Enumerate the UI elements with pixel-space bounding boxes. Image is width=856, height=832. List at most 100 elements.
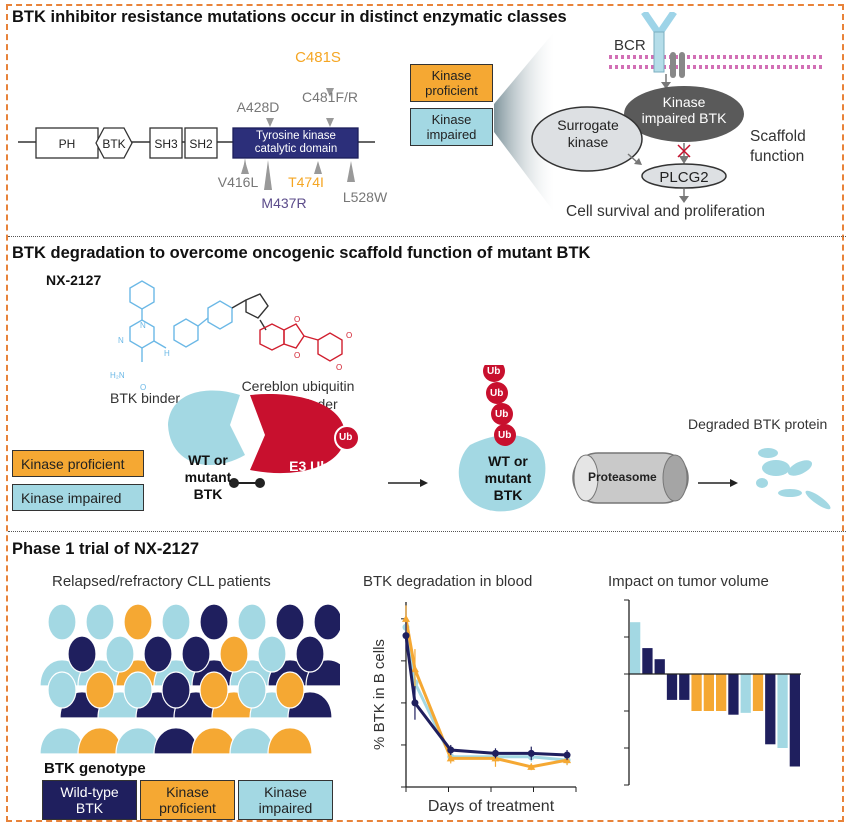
scaffold-function-label: Scaffold function: [750, 128, 806, 165]
tumor-bar: [630, 622, 641, 674]
tumor-bar: [666, 674, 678, 700]
data-point: [527, 762, 536, 770]
section-1-title: BTK inhibitor resistance mutations occur…: [12, 8, 567, 26]
ub-label-5: Ub: [498, 430, 512, 441]
tumor-bar: [740, 674, 751, 713]
surrogate-kinase-shape: [531, 106, 643, 172]
degraded-label: Degraded BTK protein: [688, 416, 828, 432]
legend2-kinase-proficient: Kinase proficient: [12, 450, 144, 477]
ub-tag-icon: [334, 425, 360, 451]
data-point: [447, 746, 455, 754]
domain-sh2: [184, 127, 218, 159]
mutation-v416l: V416L: [218, 174, 259, 190]
svg-text:O: O: [294, 351, 300, 360]
x-axis-label: Days of treatment: [428, 798, 555, 815]
mutation-l528w: L528W: [343, 189, 388, 205]
section-2-title: BTK degradation to overcome oncogenic sc…: [12, 244, 591, 262]
ub-label-1: Ub: [339, 432, 353, 443]
domain-sh3: [149, 127, 183, 159]
domain-btk-label: BTK: [102, 137, 125, 151]
svg-text:H₂N: H₂N: [110, 371, 125, 380]
data-point: [402, 632, 410, 640]
figure-frame: [6, 4, 844, 822]
ub-label-3: Ub: [490, 388, 504, 399]
tumor-bar: [691, 674, 702, 711]
ub-label-4: Ub: [495, 409, 509, 420]
genotype-wildtype: Wild-type BTK: [42, 780, 137, 820]
e3-ligase-shape: [250, 394, 345, 474]
section-divider-1: [8, 236, 846, 237]
tumor-bar: [642, 648, 653, 674]
linker-icon: [229, 478, 265, 488]
y-axis-label: % BTK in B cells: [371, 639, 388, 750]
data-point: [410, 665, 419, 673]
tumor-bar: [716, 674, 727, 711]
domain-ph: [35, 127, 99, 159]
svg-text:N: N: [140, 321, 146, 330]
data-point: [402, 614, 410, 622]
legend2-kinase-impaired: Kinase impaired: [12, 484, 144, 511]
svg-text:O: O: [294, 315, 300, 324]
btk-binder-structure: [129, 280, 233, 362]
svg-text:O: O: [336, 363, 342, 372]
blocked-x-icon: [677, 144, 691, 158]
arrow-icon-2: [730, 479, 738, 487]
genotype-title: BTK genotype: [44, 760, 146, 777]
proteasome-label: Proteasome: [588, 470, 657, 484]
data-point: [527, 749, 535, 757]
btk-label-2: WT or mutant BTK: [484, 453, 532, 503]
arrow-icon-1: [420, 479, 428, 487]
svg-text:O: O: [346, 331, 352, 340]
patient-figure: [267, 671, 313, 755]
domain-sh2-label: SH2: [189, 137, 213, 151]
tumor-bar: [654, 659, 665, 674]
patient-figure: [305, 603, 340, 687]
mutation-a428d: A428D: [237, 99, 280, 115]
patient-figure: [153, 671, 199, 755]
data-point: [491, 749, 499, 757]
degradation-chart-title: BTK degradation in blood: [363, 573, 533, 590]
cereblon-binder-structure: [259, 323, 343, 362]
patient-figure: [229, 671, 275, 755]
domain-diagram: PH BTK SH3 SH2 Tyrosine kinase catalytic…: [18, 49, 388, 211]
btk-binder-label: BTK binder: [110, 390, 181, 406]
series-line-2: [404, 635, 568, 757]
degraded-fragments-icon: [756, 448, 831, 510]
tumor-bar: [752, 674, 764, 711]
zoom-cone: [494, 32, 554, 212]
svg-text:N: N: [118, 336, 124, 345]
genotype-impaired: Kinase impaired: [238, 780, 333, 820]
domain-catalytic: [232, 127, 359, 159]
tumor-bar: [765, 674, 776, 745]
legend-kinase-impaired: Kinase impaired: [410, 108, 493, 146]
section-divider-2: [8, 531, 846, 532]
tumor-bar: [679, 674, 690, 700]
svg-text:H: H: [164, 349, 170, 358]
e3-ligase-label: E3 Ub ligase: [289, 458, 329, 491]
domain-ph-label: PH: [59, 137, 76, 151]
patient-figure: [40, 671, 85, 755]
mutation-t474i: T474I: [288, 174, 324, 190]
data-point: [563, 751, 571, 759]
series-line-1: [404, 618, 568, 769]
domain-sh3-label: SH3: [154, 137, 178, 151]
genotype-proficient: Kinase proficient: [140, 780, 235, 820]
proteasome-shape: [572, 452, 689, 504]
scaffold-diagram: BCR Kinase impaired BTK Surrogate kinase…: [494, 12, 824, 212]
mutation-m437r: M437R: [261, 195, 306, 211]
tumor-bar-chart: [624, 599, 801, 786]
domain-btk: [95, 127, 133, 159]
ub-chain-icon: [483, 365, 516, 446]
plcg2-shape: [641, 163, 727, 189]
mutation-c481f: C481F/R: [302, 89, 358, 105]
patient-figure: [191, 671, 237, 755]
cell-survival-label: Cell survival and proliferation: [566, 203, 766, 220]
tumor-chart-title: Impact on tumor volume: [608, 573, 769, 590]
series-line-0: [404, 626, 568, 762]
data-point: [446, 754, 455, 762]
patient-figure: [77, 671, 123, 755]
patients-title: Relapsed/refractory CLL patients: [52, 573, 271, 590]
bcr-label: BCR: [614, 37, 646, 54]
catalytic-label: Tyrosine kinase catalytic domain: [254, 130, 338, 155]
nx2127-structure: N N H H₂N O O O O O: [110, 280, 352, 392]
